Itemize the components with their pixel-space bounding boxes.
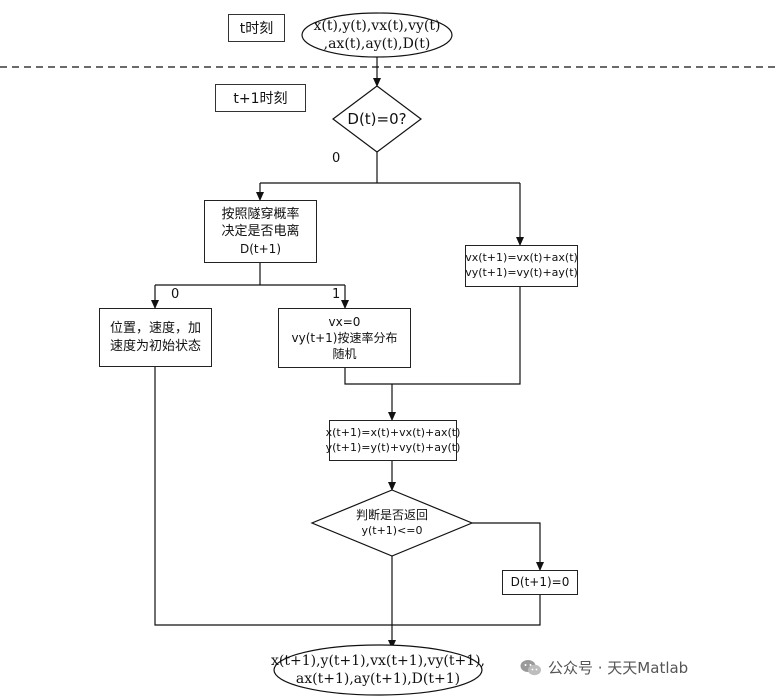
watermark: 公众号 · 天天Matlab xyxy=(520,657,688,678)
velocity-line2: vy(t+1)=vy(t)+ay(t) xyxy=(465,266,578,279)
watermark-text: 公众号 · 天天Matlab xyxy=(548,659,689,677)
ionization-box: 按照隧穿概率 决定是否电离 D(t+1) xyxy=(204,200,317,263)
start-state-text: x(t),y(t),vx(t),vy(t) ,ax(t),ay(t),D(t) xyxy=(303,13,451,57)
return-decision-line1: 判断是否返回 xyxy=(355,508,428,523)
initial-line2: 速度为初始状态 xyxy=(109,338,201,354)
time-label-t: t时刻 xyxy=(228,14,285,42)
arrow-to-d-reset xyxy=(472,522,544,571)
branch-label-zero-left: 0 xyxy=(171,287,180,302)
end-state-line2: ax(t+1),ay(t+1),D(t+1) xyxy=(295,671,461,687)
end-state-text: x(t+1),y(t+1),vx(t+1),vy(t+1), ax(t+1),a… xyxy=(271,649,485,691)
position-line1: x(t+1)=x(t)+vx(t)+ax(t) xyxy=(325,425,461,439)
decision-d-diamond xyxy=(332,85,422,153)
start-state-line2: ,ax(t),ay(t),D(t) xyxy=(323,36,431,52)
return-decision-text: 判断是否返回 y(t+1)<=0 xyxy=(322,505,462,541)
initial-state-box: 位置，速度，加 速度为初始状态 xyxy=(99,308,212,367)
line-d-reset-to-end xyxy=(392,595,541,626)
ionization-line1: 按照隧穿概率 xyxy=(221,206,300,222)
random-velocity-box: vx=0 vy(t+1)按速率分布 随机 xyxy=(278,308,411,368)
start-state-ellipse xyxy=(301,12,453,58)
position-update-box: x(t+1)=x(t)+vx(t)+ax(t) y(t+1)=y(t)+vy(t… xyxy=(326,420,460,461)
d-reset-box: D(t+1)=0 xyxy=(502,570,578,595)
end-state-line1: x(t+1),y(t+1),vx(t+1),vy(t+1), xyxy=(271,652,485,669)
wechat-icon xyxy=(520,659,541,675)
line-initial-to-end xyxy=(154,367,392,626)
end-state-ellipse xyxy=(273,644,483,696)
random-line2: vy(t+1)按速率分布 xyxy=(291,330,398,345)
time-label-t-plus-1: t+1时刻 xyxy=(215,84,306,112)
line-random-velocity-merge xyxy=(344,287,521,385)
return-decision-line2: y(t+1)<=0 xyxy=(361,523,423,537)
return-decision-diamond xyxy=(310,489,474,557)
ionization-line2: 决定是否电离 xyxy=(221,224,300,240)
decision-d-label: D(t)=0? xyxy=(347,109,407,128)
branch-label-one: 1 xyxy=(332,287,341,302)
initial-line1: 位置，速度，加 xyxy=(109,320,201,336)
position-line2: y(t+1)=y(t)+vy(t)+ay(t) xyxy=(325,440,461,454)
velocity-update-box: vx(t+1)=vx(t)+ax(t) vy(t+1)=vy(t)+ay(t) xyxy=(465,245,578,287)
branch-label-zero-top: 0 xyxy=(332,151,341,166)
ionization-line3: D(t+1) xyxy=(240,241,281,256)
velocity-line1: vx(t+1)=vx(t)+ax(t) xyxy=(465,251,578,265)
random-line1: vx=0 xyxy=(328,314,361,329)
start-state-line1: x(t),y(t),vx(t),vy(t) xyxy=(313,17,441,34)
random-line3: 随机 xyxy=(332,347,357,362)
